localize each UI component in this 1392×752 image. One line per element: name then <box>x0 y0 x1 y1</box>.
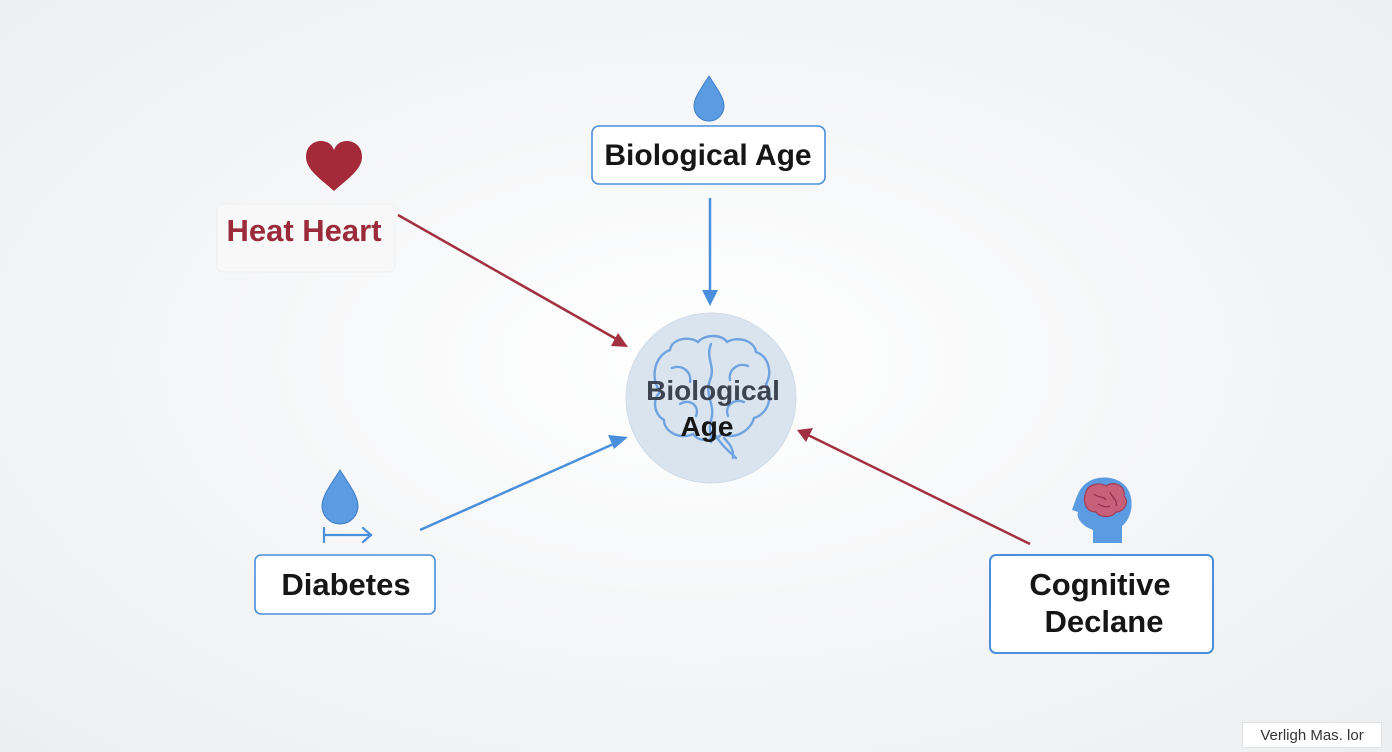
water-drop-icon <box>321 469 359 525</box>
node-label-biological-age: Biological Age <box>604 139 811 172</box>
watermark-badge: Verligh Mas. lor <box>1242 722 1382 748</box>
arrow-diabetes-to-center <box>419 440 619 532</box>
arrowhead-cognitive <box>797 428 813 442</box>
brain-icon <box>653 334 771 460</box>
center-label-line1: Biological <box>646 375 780 406</box>
water-drop-icon <box>693 75 725 122</box>
arrow-cognitive-to-center <box>807 433 1031 546</box>
node-label-cognitive-line1: Cognitive <box>1029 567 1170 602</box>
arrow-heart-to-center <box>397 213 619 342</box>
center-label-line2: Age <box>681 411 734 442</box>
head-brain-icon <box>1072 477 1132 543</box>
node-cognitive-declane: Cognitive Declane <box>989 477 1214 654</box>
node-biological-age-top: Biological Age <box>591 75 826 185</box>
node-heat-heart: Heat Heart <box>216 141 396 273</box>
arrowhead-heart <box>611 333 628 347</box>
connector-arrows <box>397 198 1031 546</box>
node-biological-age-center: Biological Age <box>625 312 797 484</box>
arrow-right-icon <box>322 526 373 544</box>
heart-icon <box>306 141 362 191</box>
node-label-diabetes: Diabetes <box>281 567 410 602</box>
node-diabetes: Diabetes <box>254 469 436 615</box>
arrowhead-diabetes <box>608 435 628 449</box>
node-label-cognitive-line2: Declane <box>1045 604 1164 639</box>
node-label-heat-heart: Heat Heart <box>226 213 381 248</box>
arrowhead-top <box>702 290 718 306</box>
